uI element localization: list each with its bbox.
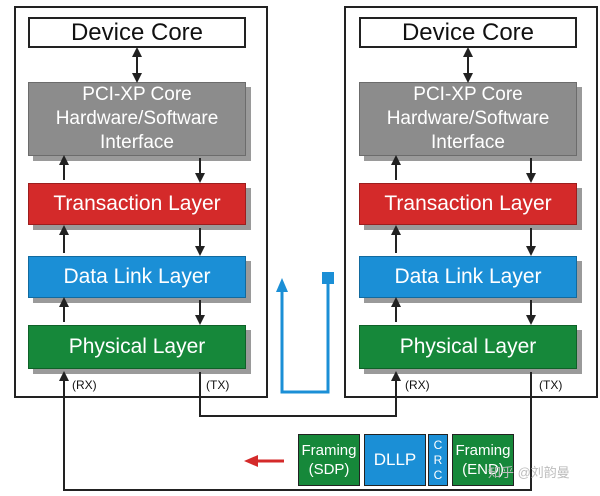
left-device-core-label: Device Core xyxy=(70,18,204,46)
right-rx-label: (RX) xyxy=(405,378,430,392)
left-tx-label: (TX) xyxy=(206,378,230,392)
packet-framing-start: Framing (SDP) xyxy=(298,434,360,486)
dllp-path-arrowhead xyxy=(276,278,288,292)
right-tx-label: (TX) xyxy=(539,378,563,392)
left-physical-label: Physical Layer xyxy=(68,335,206,358)
framing-start-line2: (SDP) xyxy=(308,461,350,478)
framing-end-line1: Framing xyxy=(455,442,511,459)
left-device-core: Device Core xyxy=(28,17,246,48)
right-data-link-label: Data Link Layer xyxy=(394,265,542,288)
left-transaction-label: Transaction Layer xyxy=(53,192,221,215)
left-data-link-layer: Data Link Layer xyxy=(28,256,246,298)
left-pci-core-line3: Interface xyxy=(100,132,174,153)
right-transaction-label: Transaction Layer xyxy=(384,192,552,215)
dllp-label: DLLP xyxy=(373,450,417,469)
right-pci-xp-core: PCI-XP Core Hardware/Software Interface xyxy=(359,82,577,156)
watermark: 知乎 @刘韵曼 xyxy=(488,465,570,480)
left-rx-label: (RX) xyxy=(72,378,97,392)
link-right-tx-to-left-rx xyxy=(59,371,532,491)
direction-arrow-icon xyxy=(244,455,258,467)
right-data-link-layer: Data Link Layer xyxy=(359,256,577,298)
right-pci-core-line3: Interface xyxy=(431,132,505,153)
left-pci-xp-core: PCI-XP Core Hardware/Software Interface xyxy=(28,82,246,156)
crc-letter-3: C xyxy=(433,467,443,482)
left-pci-core-line2: Hardware/Software xyxy=(55,108,219,129)
packet-crc: C R C xyxy=(428,434,448,486)
right-pci-core-line1: PCI-XP Core xyxy=(413,84,523,105)
left-data-link-label: Data Link Layer xyxy=(63,265,211,288)
right-device-core-label: Device Core xyxy=(401,18,535,46)
packet-dllp: DLLP xyxy=(364,434,426,486)
left-pci-core-line1: PCI-XP Core xyxy=(82,84,192,105)
right-physical-layer: Physical Layer xyxy=(359,325,577,369)
right-pci-core-line2: Hardware/Software xyxy=(386,108,550,129)
left-transaction-layer: Transaction Layer xyxy=(28,183,246,225)
link-left-tx-to-right-rx xyxy=(199,371,401,417)
right-physical-label: Physical Layer xyxy=(399,335,537,358)
framing-start-line1: Framing xyxy=(301,442,357,459)
dllp-path-line xyxy=(280,284,330,394)
crc-letter-2: R xyxy=(433,452,443,467)
framing-end-line2: (END) xyxy=(462,461,504,478)
left-physical-layer: Physical Layer xyxy=(28,325,246,369)
right-transaction-layer: Transaction Layer xyxy=(359,183,577,225)
dllp-path-source-marker xyxy=(322,272,334,284)
packet-framing-end: Framing (END) xyxy=(452,434,514,486)
crc-letter-1: C xyxy=(433,437,443,452)
